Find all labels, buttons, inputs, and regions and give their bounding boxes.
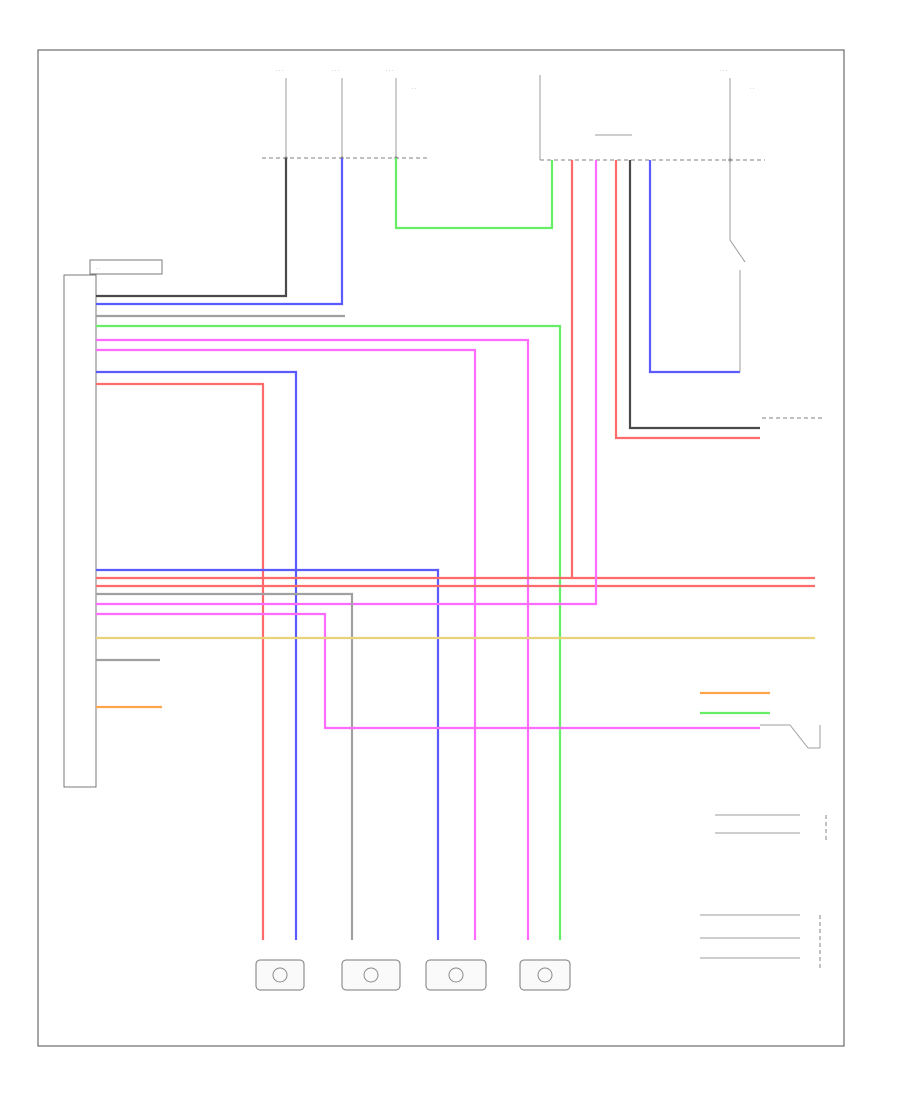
wire-green-rear-left: [96, 324, 562, 940]
wire-pink-vsc: [96, 612, 760, 730]
svg-text:· · ·: · · ·: [276, 69, 283, 74]
wire-blue-front-left: [96, 568, 440, 940]
wire-blue-stop: [648, 160, 740, 374]
wire-green-top: [394, 158, 554, 230]
vsc-off-switch: [760, 724, 821, 749]
wire-pink-right-3: [96, 160, 598, 606]
wire-blue-front-right: [96, 370, 298, 940]
svg-text:· · ·: · · ·: [720, 69, 727, 74]
wire-red-front-right: [96, 382, 265, 940]
right-fuse-block: · · · · ·: [539, 69, 765, 162]
combination-meter-block: [700, 814, 827, 970]
svg-text:· · ·: · · ·: [332, 69, 339, 74]
diagram-border: [37, 49, 845, 1047]
wire-black-top: [96, 158, 288, 298]
svg-text:· ·: · ·: [96, 266, 100, 271]
wire-red-actuator: [614, 160, 760, 440]
svg-text:· · ·: · · ·: [386, 69, 393, 74]
top-fuse-block: · · · · · · · · · · ·: [262, 69, 430, 160]
stop-lamp-switch: [729, 160, 746, 372]
sensor-rear-right: [341, 959, 401, 991]
wire-pink-rear-left: [96, 338, 530, 940]
svg-text:· ·: · ·: [750, 87, 754, 92]
wire-gray-rear-right: [96, 592, 354, 940]
speed-sensors: [255, 959, 571, 991]
skid-control-ecu: · ·: [63, 259, 163, 788]
sensor-front-right: [255, 959, 305, 991]
svg-text:· ·: · ·: [412, 87, 416, 92]
wire-blue-top: [96, 158, 344, 306]
wire-pink-front-left: [96, 348, 477, 940]
wires: [96, 158, 815, 940]
sensor-front-left: [425, 959, 487, 991]
wire-black-actuator: [628, 160, 760, 430]
sensor-rear-left: [519, 959, 571, 991]
